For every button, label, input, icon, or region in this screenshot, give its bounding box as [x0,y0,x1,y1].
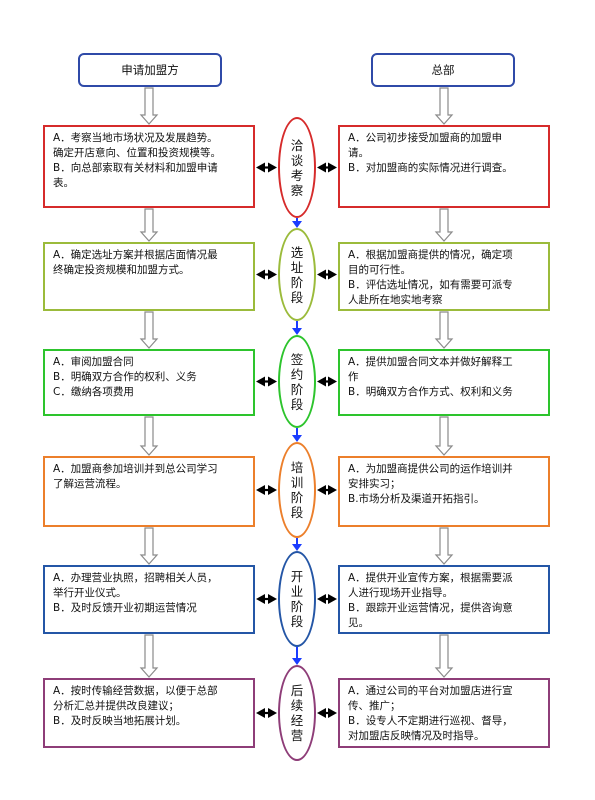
blue-down-arrow-icon [292,218,302,228]
stage-5-right-line: 人进行现场开业指导。 [348,587,453,599]
stage-1-right-box: A．公司初步接受加盟商的加盟申请。 B．对加盟商的实际情况进行调查。 [338,125,550,208]
hollow-down-arrow-icon [139,634,159,678]
stage-5-right-line: 见。 [348,617,369,629]
double-headed-arrow-icon [256,594,277,604]
stage-4-oval: 培训阶段 [278,442,316,538]
stage-2-name: 选址阶段 [290,244,304,305]
stage-5-oval: 开业阶段 [278,551,316,647]
header-headquarters: 总部 [371,53,515,87]
stage-6-left-line: B．及时反映当地拓展计划。 [53,715,187,727]
hollow-down-arrow-icon [139,208,159,242]
stage-6-name: 后续经营 [290,683,304,743]
stage-3-right-box: A．提供加盟合同文本并做好解释工作 B．明确双方合作方式、权利和义务 [338,349,550,416]
stage-2-right-line: A．根据加盟商提供的情况，确定项 [348,249,513,261]
double-headed-arrow-icon [256,708,277,718]
stage-5-right-box: A．提供开业宣传方案，根据需要派人进行现场开业指导。 B．跟踪开业运营情况，提供咨… [338,565,550,634]
stage-6-right-line: 传、推广； [348,700,401,712]
stage-2-left-line: A．确定选址方案并根据店面情况最 [53,249,218,261]
stage-3-left-line: C．缴纳各项费用 [53,386,134,398]
stage-5-left-line: 举行开业仪式。 [53,587,127,599]
hollow-down-arrow-icon [139,416,159,456]
double-headed-arrow-icon [317,708,337,718]
stage-4-left-line: A．加盟商参加培训并到总公司学习 [53,463,218,475]
stage-1-right-line: B．对加盟商的实际情况进行调查。 [348,162,513,174]
stage-6-right-line: B．设专人不定期进行巡视、督导， [348,715,513,727]
stage-1-left-line: A．考察当地市场状况及发展趋势。 [53,132,218,144]
stage-1-left-line: 表。 [53,177,74,189]
hollow-down-arrow-icon [434,311,454,349]
stage-1-oval: 洽谈考察 [278,117,316,218]
blue-down-arrow-icon [292,538,302,551]
blue-down-arrow-icon [292,647,302,665]
hollow-down-arrow-icon [139,311,159,349]
stage-5-right-line: A．提供开业宣传方案，根据需要派 [348,572,513,584]
stage-3-left-line: A．审阅加盟合同 [53,356,134,368]
stage-1-left-box: A．考察当地市场状况及发展趋势。确定开店意向、位置和投资规模等。 B．向总部索取有… [43,125,255,208]
stage-5-left-line: B．及时反馈开业初期运营情况 [53,602,197,614]
stage-2-right-line: 目的可行性。 [348,264,411,276]
stage-2-right-box: A．根据加盟商提供的情况，确定项目的可行性。 B．评估选址情况，如有需要可派专人赴… [338,242,550,311]
stage-3-oval: 签约阶段 [278,335,316,428]
header-applicant: 申请加盟方 [78,53,222,87]
stage-6-left-line: A．按时传输经营数据，以便于总部 [53,685,218,697]
stage-3-right-line: B．明确双方合作方式、权利和义务 [348,386,513,398]
hollow-down-arrow-icon [139,87,159,125]
stage-4-right-line: 安排实习； [348,478,401,490]
stage-2-left-line: 终确定投资规模和加盟方式。 [53,264,190,276]
blue-down-arrow-icon [292,321,302,335]
double-headed-arrow-icon [317,162,337,173]
stage-6-right-box: A．通过公司的平台对加盟店进行宣传、推广； B．设专人不定期进行巡视、督导， 对加盟… [338,678,550,748]
blue-down-arrow-icon [292,428,302,442]
stage-3-name: 签约阶段 [290,351,304,412]
stage-6-right-line: 对加盟店反映情况及时指导。 [348,730,485,742]
hollow-down-arrow-icon [434,87,454,125]
stage-3-left-line: B．明确双方合作的权利、义务 [53,371,197,383]
stage-1-name: 洽谈考察 [290,137,304,198]
stage-4-right-box: A．为加盟商提供公司的运作培训并安排实习； B.市场分析及渠道开拓指引。 [338,456,550,527]
stage-2-right-line: B．评估选址情况，如有需要可派专 [348,279,513,291]
stage-6-left-line: 分析汇总并提供改良建议； [53,700,179,712]
hollow-down-arrow-icon [434,527,454,565]
stage-2-oval: 选址阶段 [278,228,316,321]
stage-5-left-line: A．办理营业执照，招聘相关人员， [53,572,218,584]
hollow-down-arrow-icon [434,416,454,456]
stage-4-left-line: 了解运营流程。 [53,478,127,490]
double-headed-arrow-icon [256,162,277,173]
stage-1-left-line: 确定开店意向、位置和投资规模等。 [53,147,221,159]
double-headed-arrow-icon [256,376,277,387]
double-headed-arrow-icon [317,376,337,387]
header-applicant-label: 申请加盟方 [121,63,179,77]
stage-5-right-line: B．跟踪开业运营情况，提供咨询意 [348,602,513,614]
double-headed-arrow-icon [256,485,277,495]
stage-6-right-line: A．通过公司的平台对加盟店进行宣 [348,685,513,697]
stage-6-oval: 后续经营 [278,665,316,761]
stage-3-right-line: 作 [348,371,359,383]
stage-5-name: 开业阶段 [290,569,304,629]
double-headed-arrow-icon [317,485,337,495]
header-headquarters-label: 总部 [431,63,455,77]
stage-3-left-box: A．审阅加盟合同 B．明确双方合作的权利、义务 C．缴纳各项费用 [43,349,255,416]
double-headed-arrow-icon [317,269,337,280]
stage-1-left-line: B．向总部索取有关材料和加盟申请 [53,162,218,174]
stage-4-right-line: A．为加盟商提供公司的运作培训并 [348,463,513,475]
stage-4-left-box: A．加盟商参加培训并到总公司学习了解运营流程。 [43,456,255,527]
stage-2-left-box: A．确定选址方案并根据店面情况最终确定投资规模和加盟方式。 [43,242,255,311]
stage-5-left-box: A．办理营业执照，招聘相关人员， 举行开业仪式。 B．及时反馈开业初期运营情况 [43,565,255,634]
hollow-down-arrow-icon [434,634,454,678]
stage-2-right-line: 人赴所在地实地考察 [348,294,443,306]
hollow-down-arrow-icon [139,527,159,565]
double-headed-arrow-icon [317,594,337,604]
stage-1-right-line: A．公司初步接受加盟商的加盟申 [348,132,503,144]
stage-4-right-line: B.市场分析及渠道开拓指引。 [348,493,485,505]
stage-3-right-line: A．提供加盟合同文本并做好解释工 [348,356,513,368]
stage-1-right-line: 请。 [348,147,369,159]
hollow-down-arrow-icon [434,208,454,242]
double-headed-arrow-icon [256,269,277,280]
stage-6-left-box: A．按时传输经营数据，以便于总部分析汇总并提供改良建议； B．及时反映当地拓展计划… [43,678,255,748]
stage-4-name: 培训阶段 [290,460,304,520]
